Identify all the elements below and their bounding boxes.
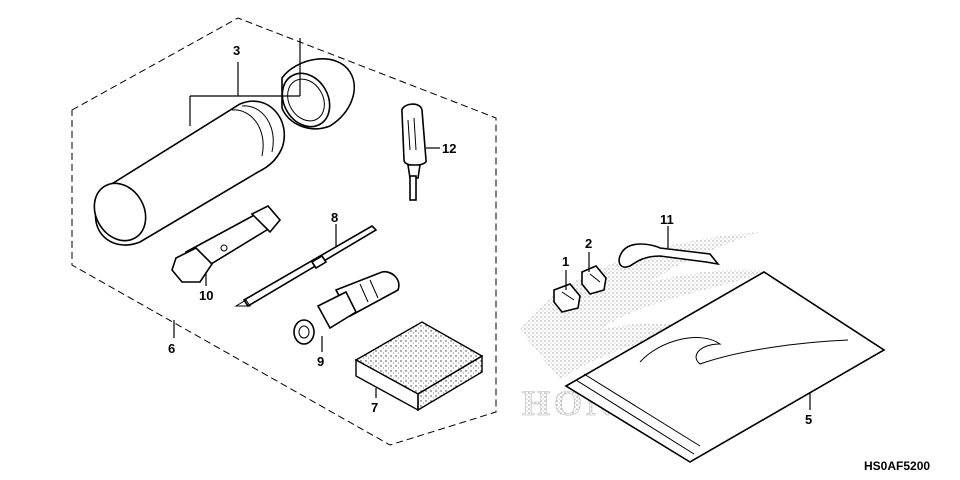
callout-6: 6 <box>168 341 175 356</box>
callout-11: 11 <box>660 212 674 227</box>
clip-2 <box>581 265 607 295</box>
callout-2: 2 <box>585 236 592 251</box>
hook-wrench <box>618 243 720 268</box>
callout-8: 8 <box>331 210 338 225</box>
screwdriver-handle <box>401 103 427 201</box>
callout-7: 7 <box>371 400 378 415</box>
tool-case-cap <box>281 58 355 130</box>
callout-9: 9 <box>317 354 324 369</box>
callout-1: 1 <box>562 254 569 269</box>
leader-lines <box>173 38 811 410</box>
callout-3: 3 <box>233 43 240 58</box>
tool-kit-boundary <box>71 17 497 446</box>
callout-12: 12 <box>442 141 456 156</box>
clip-1 <box>553 283 581 313</box>
sponge <box>354 321 484 412</box>
diagram-code: HS0AF5200 <box>864 459 930 473</box>
tool-bag <box>564 271 886 463</box>
tool-case-tube <box>93 100 285 246</box>
callout-5: 5 <box>805 412 812 427</box>
socket-wrench <box>293 270 400 345</box>
honda-wing-watermark <box>520 232 770 380</box>
screwdriver-bit <box>234 224 378 308</box>
callout-10: 10 <box>199 288 213 303</box>
spark-plug-wrench <box>171 205 282 283</box>
